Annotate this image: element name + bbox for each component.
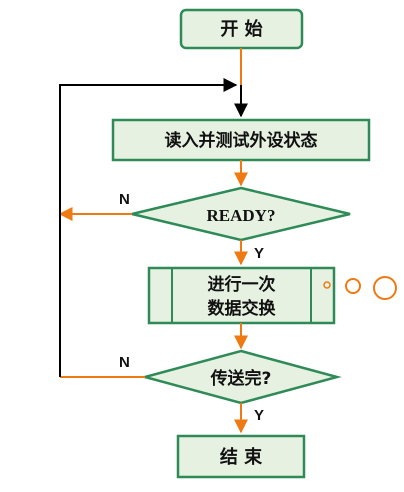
small-dot [323,281,331,289]
data-exchange-label-line2: 数据交换 [208,298,277,319]
read-status-label: 读入并测试外设状态 [165,130,318,151]
done-no-label: N [119,354,130,371]
ready-no-label: N [119,191,130,208]
medium-dot [345,278,361,294]
end-label: 结 束 [220,446,263,468]
read-status-node [111,118,371,162]
transfer-done-label: 传送完? [210,368,272,389]
start-label: 开 始 [220,18,262,40]
done-yes-label: Y [254,407,264,424]
data-exchange-node [147,266,336,325]
large-dot [373,276,397,300]
data-exchange-label-line1: 进行一次 [208,274,276,295]
end-node [176,434,306,479]
loop-back-line [59,78,238,377]
ready-decision-label: READY? [207,206,276,225]
ready-yes-label: Y [254,245,264,262]
